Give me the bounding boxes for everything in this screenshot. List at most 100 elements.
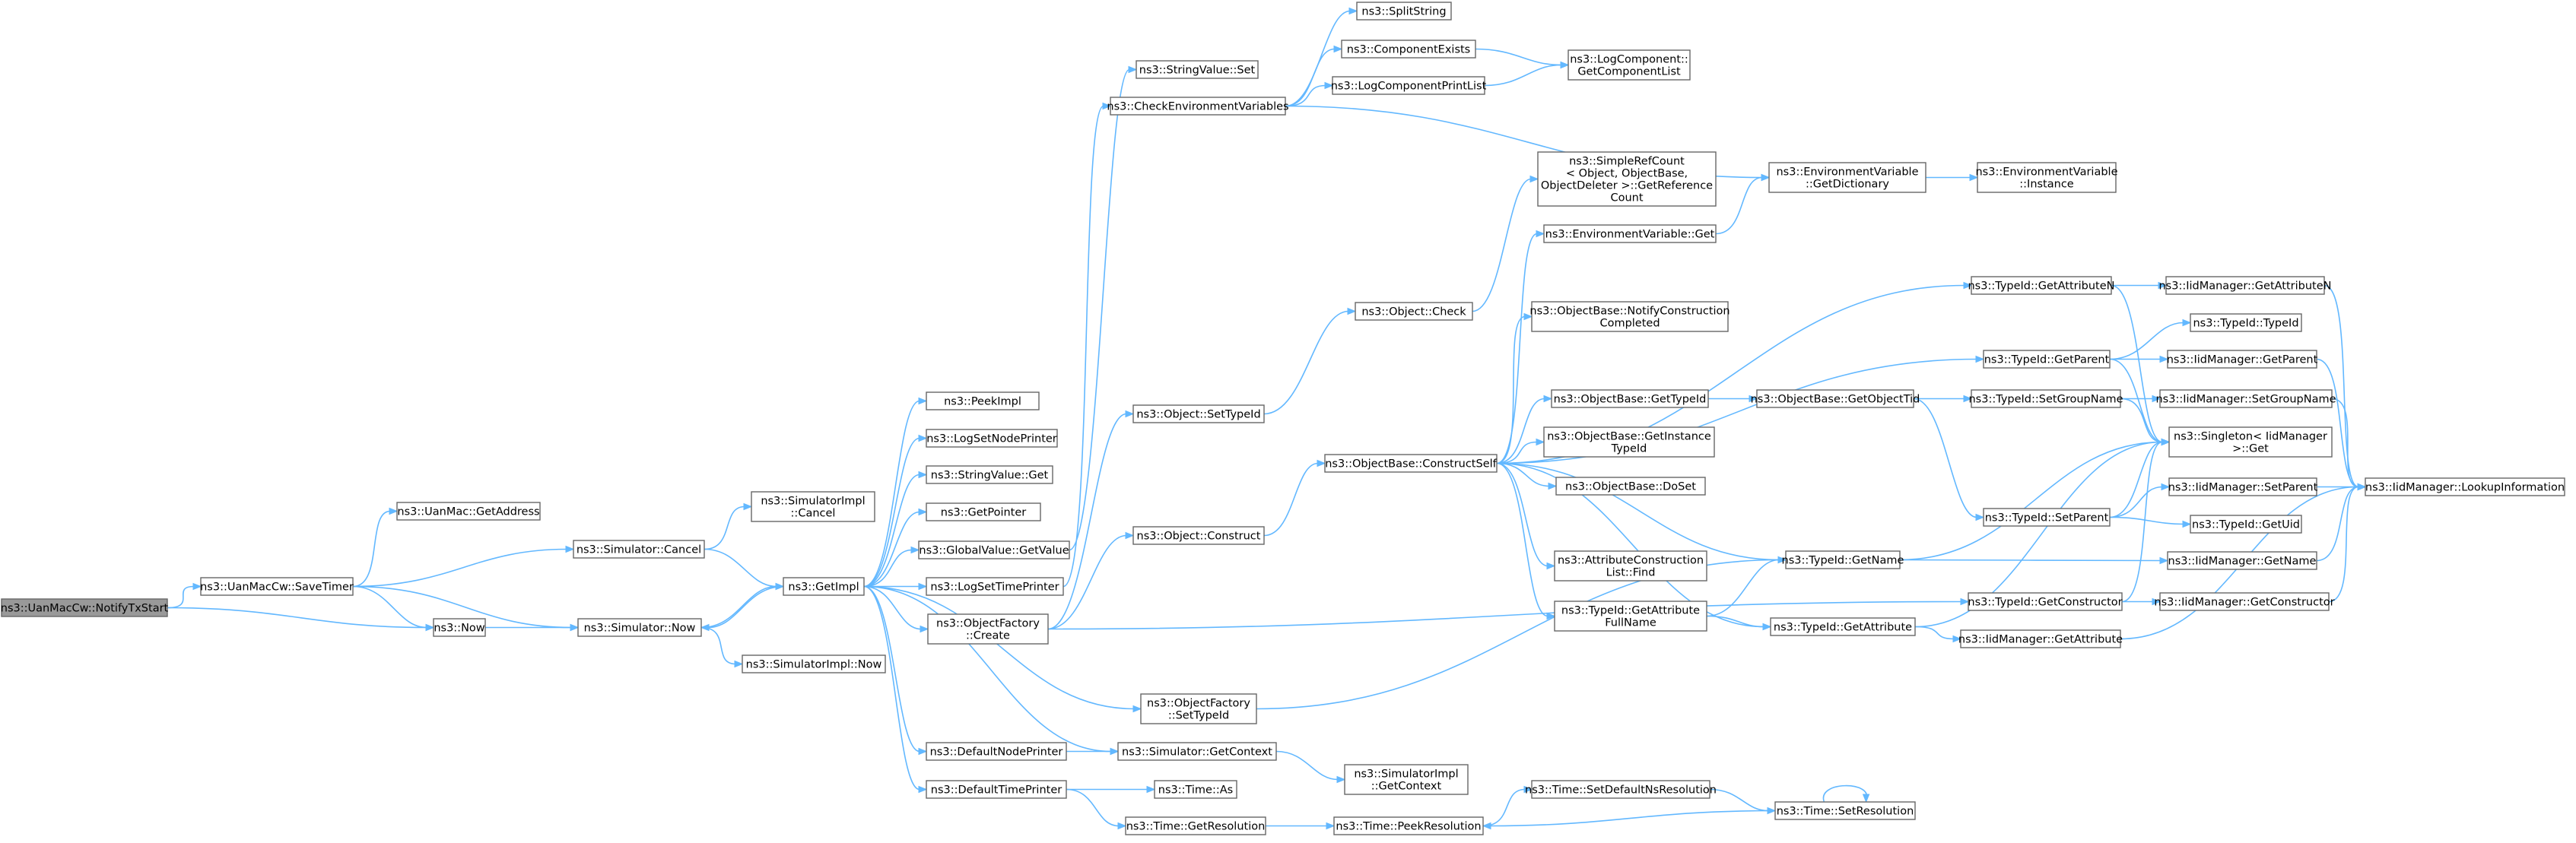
node-tidsetgroup[interactable]: ns3::TypeId::SetGroupName <box>1968 389 2123 408</box>
node-iidgetname[interactable]: ns3::IidManager::GetName <box>2167 551 2317 570</box>
node-timegetres[interactable]: ns3::Time::GetResolution <box>1125 816 1266 835</box>
edge-line <box>1913 398 1977 518</box>
node-box <box>1756 389 1914 408</box>
node-obdoset[interactable]: ns3::ObjectBase::DoSet <box>1555 477 1706 496</box>
node-splitstring[interactable]: ns3::SplitString <box>1356 2 1452 21</box>
node-envinst[interactable]: ns3::EnvironmentVariable::Instance <box>1975 162 2118 193</box>
node-peekimpl[interactable]: ns3::PeekImpl <box>926 391 1040 410</box>
node-implgetctx[interactable]: ns3::SimulatorImpl::GetContext <box>1344 764 1469 795</box>
node-tidtypeid[interactable]: ns3::TypeId::TypeId <box>2190 313 2302 332</box>
edge-arrowhead <box>743 502 753 511</box>
node-objfcreate[interactable]: ns3::ObjectFactory::Create <box>927 613 1049 645</box>
node-iidgetparent[interactable]: ns3::IidManager::GetParent <box>2167 350 2318 369</box>
node-logcompprint[interactable]: ns3::LogComponentPrintList <box>1331 76 1487 95</box>
node-iidsetparent[interactable]: ns3::IidManager::SetParent <box>2168 477 2318 496</box>
node-label: ns3::UanMacCw::NotifyTxStart <box>1 603 169 615</box>
node-logsettime[interactable]: ns3::LogSetTimePrinter <box>926 577 1064 596</box>
node-implcancel[interactable]: ns3::SimulatorImpl::Cancel <box>751 491 875 522</box>
node-tidgetattrn[interactable]: ns3::TypeId::GetAttributeN <box>1968 276 2115 295</box>
node-timepeek[interactable]: ns3::Time::PeekResolution <box>1333 816 1484 835</box>
node-label: ::SetTypeId <box>1168 710 1229 722</box>
node-timeas[interactable]: ns3::Time::As <box>1154 780 1237 799</box>
node-obgetobjtid[interactable]: ns3::ObjectBase::GetObjectTid <box>1751 389 1920 408</box>
node-iidsetgroup[interactable]: ns3::IidManager::SetGroupName <box>2155 389 2336 408</box>
node-timesetres[interactable]: ns3::Time::SetResolution <box>1774 801 1916 820</box>
node-now[interactable]: ns3::Now <box>433 618 486 637</box>
edge-arrowhead <box>2182 520 2192 528</box>
node-objcheck[interactable]: ns3::Object::Check <box>1355 302 1473 321</box>
call-edge <box>863 546 920 588</box>
call-edge <box>1496 230 1545 464</box>
node-checkenv[interactable]: ns3::CheckEnvironmentVariables <box>1107 97 1289 116</box>
node-tidgetname[interactable]: ns3::TypeId::GetName <box>1782 550 1904 569</box>
node-defnode[interactable]: ns3::DefaultNodePrinter <box>926 742 1067 761</box>
node-simcancel[interactable]: ns3::Simulator::Cancel <box>573 540 705 559</box>
node-getpointer[interactable]: ns3::GetPointer <box>926 502 1041 521</box>
edge-line <box>352 585 427 629</box>
node-strget[interactable]: ns3::StringValue::Get <box>926 465 1053 484</box>
node-getimpl[interactable]: ns3::GetImpl <box>783 577 865 596</box>
edge-arrowhead <box>2158 281 2168 290</box>
node-deftime[interactable]: ns3::DefaultTimePrinter <box>926 780 1067 799</box>
node-iidlookup[interactable]: ns3::IidManager::LookupInformation <box>2365 477 2565 496</box>
edge-arrowhead <box>2161 483 2171 491</box>
node-tidgetattr[interactable]: ns3::TypeId::GetAttribute <box>1770 617 1916 636</box>
node-label: ns3::Object::SetTypeId <box>1136 409 1260 421</box>
node-box <box>742 654 886 673</box>
node-simnow[interactable]: ns3::Simulator::Now <box>577 618 702 637</box>
node-label: GetComponentList <box>1577 66 1681 78</box>
node-obnotify[interactable]: ns3::ObjectBase::NotifyConstructionCompl… <box>1529 301 1730 332</box>
node-box <box>1355 302 1473 321</box>
edge-line <box>1914 626 1955 640</box>
edge-arrowhead <box>918 785 928 794</box>
node-label: ::Create <box>966 630 1010 642</box>
node-obconstructself[interactable]: ns3::ObjectBase::ConstructSelf <box>1324 454 1498 473</box>
call-edge <box>1899 438 2171 561</box>
edge-line <box>863 585 1112 753</box>
node-box <box>1768 162 1926 193</box>
node-envget[interactable]: ns3::EnvironmentVariable::Get <box>1543 224 1717 243</box>
node-label: ns3::ObjectBase::GetInstance <box>1547 431 1711 443</box>
node-tidgetparent[interactable]: ns3::TypeId::GetParent <box>1983 350 2111 369</box>
node-compexists[interactable]: ns3::ComponentExists <box>1341 40 1476 59</box>
node-getcomplist[interactable]: ns3::LogComponent::GetComponentList <box>1568 49 1691 81</box>
node-objsettypeid[interactable]: ns3::Object::SetTypeId <box>1132 404 1265 423</box>
node-iidgetattrn[interactable]: ns3::IidManager::GetAttributeN <box>2158 276 2332 295</box>
node-tidgetuid[interactable]: ns3::TypeId::GetUid <box>2190 515 2302 534</box>
node-objfsettypeid[interactable]: ns3::ObjectFactory::SetTypeId <box>1140 693 1257 724</box>
node-label: ns3::ComponentExists <box>1347 44 1471 56</box>
edge-line <box>1496 398 1545 464</box>
node-tidsetparent[interactable]: ns3::TypeId::SetParent <box>1983 508 2111 527</box>
node-timesetdef[interactable]: ns3::Time::SetDefaultNsResolution <box>1525 780 1717 799</box>
node-notifytx[interactable]: ns3::UanMacCw::NotifyTxStart <box>1 598 169 617</box>
node-box <box>1977 162 2117 193</box>
node-tidgetctor[interactable]: ns3::TypeId::GetConstructor <box>1968 592 2123 611</box>
node-obgettypeid[interactable]: ns3::ObjectBase::GetTypeId <box>1551 389 1709 408</box>
edge-arrowhead <box>2152 395 2161 403</box>
node-box <box>783 577 865 596</box>
edge-line <box>1066 788 1120 827</box>
node-getaddress[interactable]: ns3::UanMac::GetAddress <box>396 502 541 521</box>
node-objconstruct[interactable]: ns3::Object::Construct <box>1132 526 1265 545</box>
edge-line <box>863 585 922 630</box>
node-strset[interactable]: ns3::StringValue::Set <box>1136 60 1259 79</box>
node-singleton[interactable]: ns3::Singleton< IidManager>::Get <box>2168 426 2333 458</box>
node-savetimer[interactable]: ns3::UanMacCw::SaveTimer <box>200 577 354 596</box>
node-iidgetctor[interactable]: ns3::IidManager::GetConstructor <box>2154 592 2335 611</box>
node-logsetnode[interactable]: ns3::LogSetNodePrinter <box>926 429 1058 448</box>
node-gvgetvalue[interactable]: ns3::GlobalValue::GetValue <box>918 540 1070 559</box>
call-edge <box>1047 531 1135 630</box>
node-simplerefcount[interactable]: ns3::SimpleRefCount< Object, ObjectBase,… <box>1537 151 1717 207</box>
node-box <box>1774 801 1916 820</box>
node-label: ns3::IidManager::GetAttribute <box>1958 634 2123 646</box>
call-edge <box>700 582 785 629</box>
call-edge <box>2120 395 2161 403</box>
node-envdict[interactable]: ns3::EnvironmentVariable::GetDictionary <box>1768 162 1926 193</box>
edge-line <box>167 607 427 629</box>
node-implnow[interactable]: ns3::SimulatorImpl::Now <box>742 654 886 673</box>
node-iidgetattr[interactable]: ns3::IidManager::GetAttribute <box>1958 629 2123 648</box>
node-simgetctx[interactable]: ns3::Simulator::GetContext <box>1117 742 1277 761</box>
